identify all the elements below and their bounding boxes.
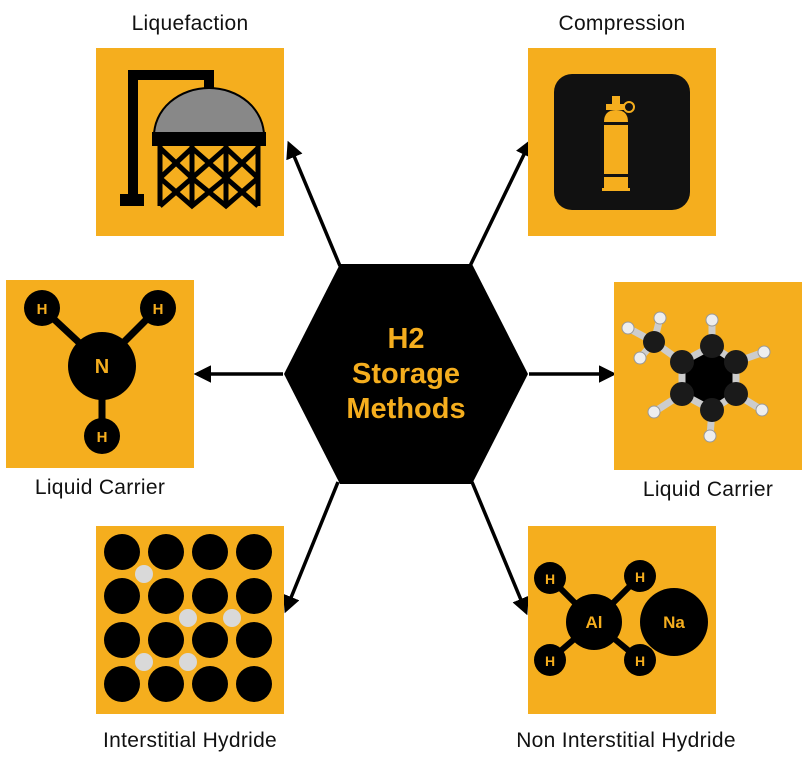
hub-title-line3: Methods (346, 392, 466, 425)
atom-al-label: Al (586, 613, 603, 632)
atom-h1-label: H (37, 301, 48, 318)
atom-h4-label: H (635, 653, 645, 669)
atom-h3-label: H (545, 653, 555, 669)
metal-lattice-icon (104, 534, 272, 702)
label-non-interstitial-hydride: Non Interstitial Hydride (516, 729, 736, 752)
atom-h1-label: H (545, 571, 555, 587)
arrow-compression (468, 138, 532, 267)
label-interstitial-hydride: Interstitial Hydride (102, 729, 278, 752)
ammonia-molecule-icon: N H H H (24, 290, 176, 454)
gas-cylinder-icon (554, 74, 690, 210)
label-liquefaction: Liquefaction (131, 12, 249, 35)
atom-h2-label: H (153, 301, 164, 318)
hub-title-line2: Storage (352, 357, 460, 390)
tile-compression (528, 48, 716, 236)
atom-na-label: Na (663, 613, 685, 632)
arrow-non-interstitial-hydride (470, 481, 529, 616)
hub-title-line1: H2 (387, 322, 425, 355)
label-compression: Compression (558, 12, 686, 35)
tile-non-interstitial-hydride: Al Na H H H H (528, 526, 716, 714)
atom-h2-label: H (635, 569, 645, 585)
tile-interstitial-hydride (96, 526, 284, 714)
hub-title: H2 Storage Methods (282, 262, 530, 486)
hexagon-shape (284, 264, 528, 484)
label-liquid-carrier-left: Liquid Carrier (34, 476, 166, 499)
tile-liquid-carrier-left: N H H H (6, 280, 194, 468)
storage-tank-icon (120, 70, 266, 210)
tile-liquefaction (96, 48, 284, 236)
tile-liquid-carrier-right (614, 282, 802, 470)
label-liquid-carrier-right: Liquid Carrier (642, 478, 774, 501)
sodium-alanate-icon: Al Na H H H H (534, 560, 708, 676)
atom-n-label: N (95, 356, 109, 378)
arrow-interstitial-hydride (283, 481, 340, 614)
toluene-molecule-icon (621, 311, 771, 443)
central-hub: H2 Storage Methods (282, 262, 530, 486)
arrow-liquefaction (286, 140, 342, 267)
atom-h3-label: H (97, 429, 108, 446)
